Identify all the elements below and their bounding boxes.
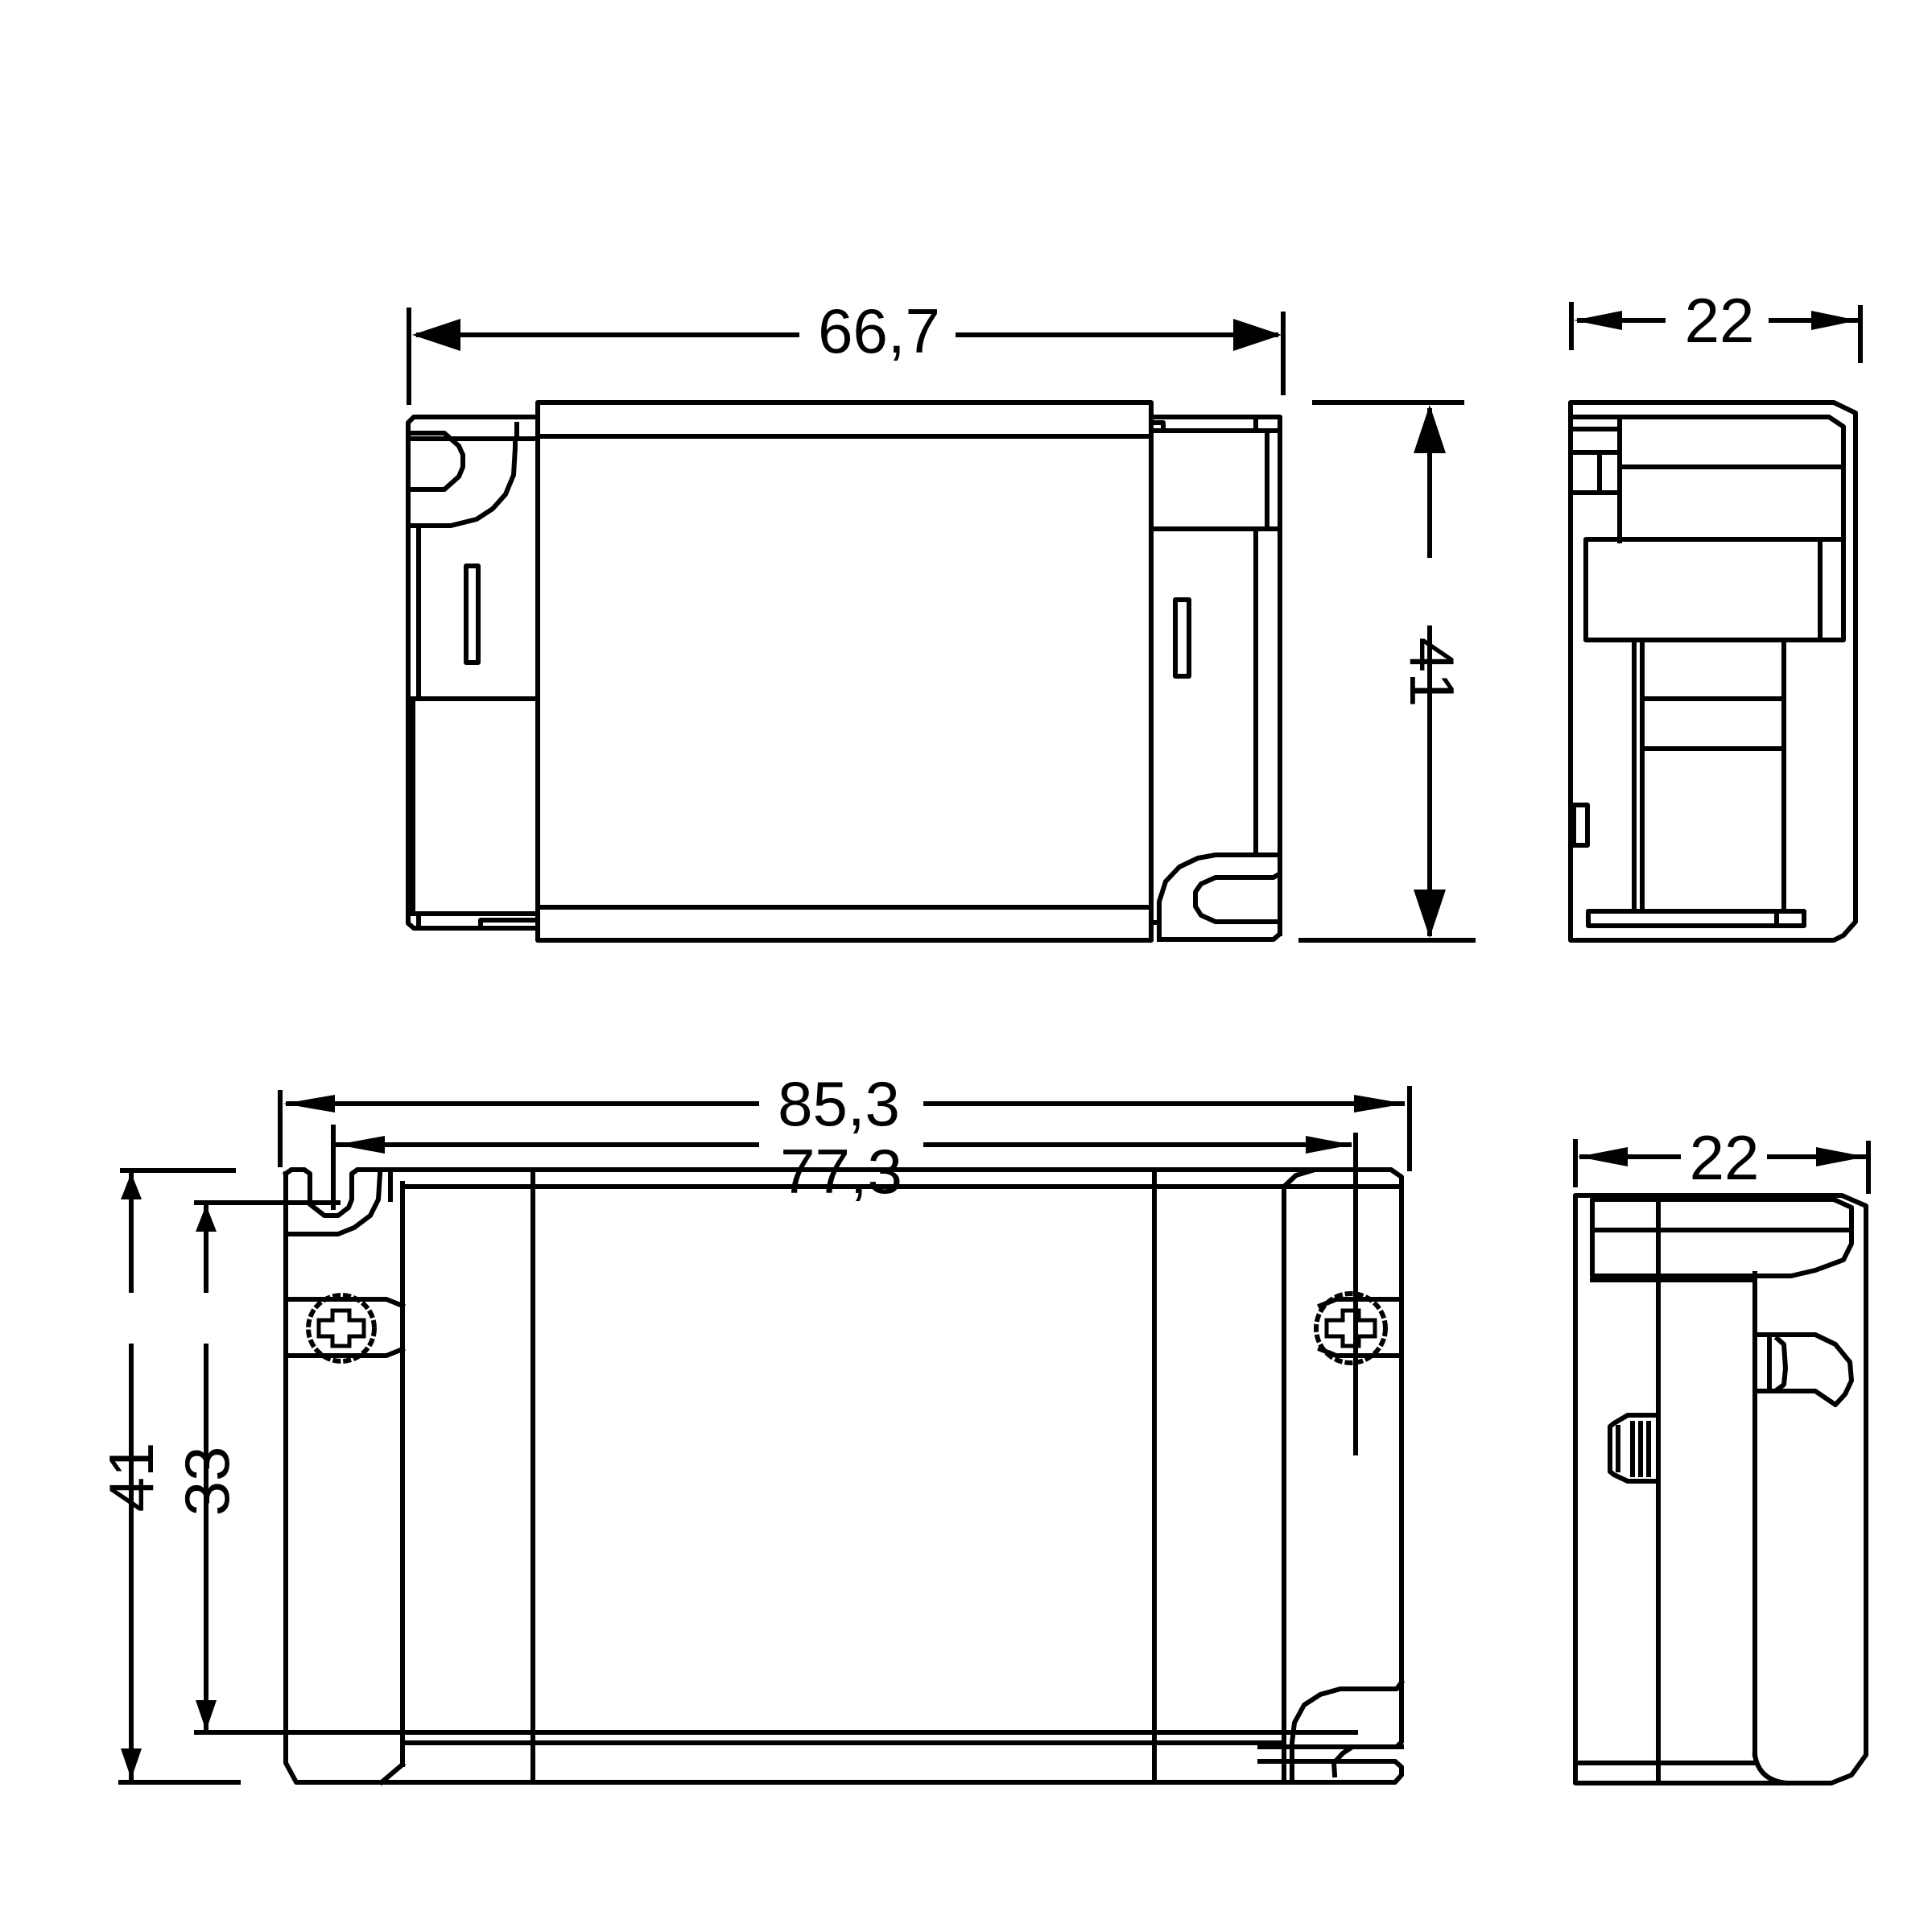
arrow-left-icon (412, 319, 460, 351)
top-side-view: 22 (1568, 285, 1863, 943)
led-indicator-icon (1752, 1332, 1854, 1407)
dimension-label: 85,3 (778, 1068, 900, 1139)
mounting-slot-icon (406, 431, 465, 492)
dimension-width-22: 22 (1569, 285, 1863, 363)
arrow-right-icon (1306, 1136, 1352, 1154)
arrow-left-icon (1578, 1147, 1628, 1166)
dimension-label: 66,7 (818, 295, 940, 366)
dimension-label: 33 (171, 1447, 242, 1517)
right-end-cap (1149, 415, 1282, 942)
screw-right-icon (1314, 1291, 1404, 1365)
arrow-down-icon (1414, 890, 1446, 938)
arrow-up-icon (1414, 405, 1446, 453)
dimension-hole-distance-77-3: 77,3 (331, 1125, 1358, 1455)
left-end-cap (406, 415, 540, 931)
dimension-mounting-height-33: 33 (171, 1200, 437, 1735)
top-front-view: 66,7 41 (406, 295, 1476, 943)
mounting-slot-icon (1157, 851, 1282, 942)
dimension-length-66-7: 66,7 (407, 295, 1286, 405)
arrow-up-icon (121, 1173, 142, 1199)
vent-slot (464, 564, 481, 665)
arrow-right-icon (1233, 319, 1282, 351)
dimension-width-22: 22 (1573, 1122, 1871, 1194)
arrow-down-icon (121, 1748, 142, 1779)
cable-connector-icon (1608, 1413, 1661, 1484)
dimension-label: 41 (96, 1443, 167, 1513)
arrow-right-icon (1354, 1095, 1406, 1113)
arrow-left-icon (1574, 311, 1622, 330)
arrow-right-icon (1811, 311, 1858, 330)
arrow-up-icon (196, 1205, 217, 1232)
main-body (535, 400, 1154, 943)
arrow-left-icon (283, 1095, 335, 1113)
arrow-right-icon (1816, 1147, 1866, 1166)
screw-left-icon (283, 1293, 406, 1364)
dimension-overall-length-85-3: 85,3 (278, 1068, 1412, 1171)
bottom-front-view: 85,3 77,3 41 (96, 1068, 1412, 1786)
dimension-height-41: 41 (1298, 400, 1476, 943)
dimension-label: 41 (1397, 638, 1468, 708)
bottom-side-view: 22 (1573, 1122, 1871, 1786)
vent-slot (1173, 597, 1191, 679)
dimension-overall-height-41: 41 (96, 1168, 241, 1785)
dimension-label: 22 (1685, 285, 1755, 356)
arrow-down-icon (196, 1700, 217, 1731)
dimension-label: 22 (1690, 1122, 1760, 1193)
arrow-left-icon (336, 1136, 385, 1154)
